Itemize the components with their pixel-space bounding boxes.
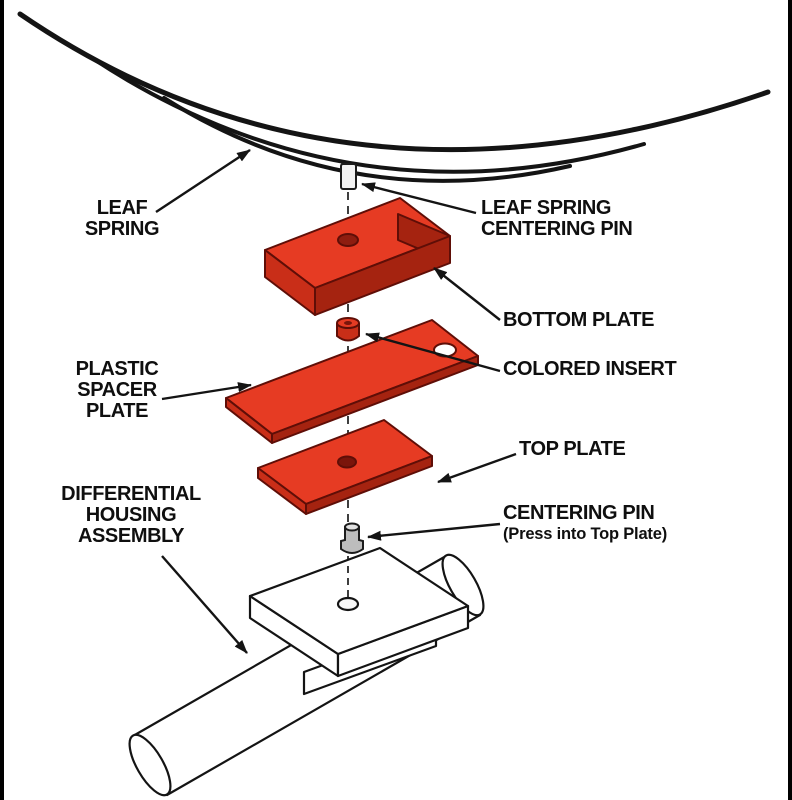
label-differential-housing-line1: DIFFERENTIAL (61, 483, 201, 505)
axle-tube-end-cap-right (441, 553, 485, 617)
label-colored-insert-line1: COLORED INSERT (503, 358, 677, 380)
colored-insert-hole (344, 321, 352, 325)
label-centering-pin-line1: CENTERING PIN (503, 502, 655, 524)
label-leaf-spring-line1: LEAF (96, 197, 148, 219)
top-plate-hole (337, 455, 357, 469)
label-leaf-spring-centering-pin-line2: CENTERING PIN (481, 218, 633, 240)
label-leaf-spring-centering-pin-line1: LEAF SPRING (481, 197, 612, 219)
bottom-plate-hole (337, 233, 359, 247)
label-top-plate-line1: TOP PLATE (519, 438, 626, 460)
arrow-colored-insert (365, 332, 501, 373)
arrow-bottom-plate (433, 267, 501, 321)
colored-insert-part (336, 317, 360, 342)
label-bottom-plate: BOTTOM PLATE (503, 309, 655, 331)
arrow-differential-housing (161, 555, 248, 654)
arrow-leaf-spring-centering-pin (361, 182, 477, 215)
label-differential-housing-line2: HOUSING (85, 504, 177, 526)
arrow-plastic-spacer-plate (161, 382, 252, 401)
leaf-spring-drawing (17, 11, 771, 183)
leaf-spring-leaf-2 (90, 56, 646, 174)
label-leaf-spring-centering-pin: LEAF SPRING CENTERING PIN (481, 197, 633, 240)
bottom-plate-part (264, 197, 451, 316)
label-plastic-spacer-plate-line1: PLASTIC (75, 358, 159, 380)
label-top-plate: TOP PLATE (519, 438, 626, 460)
centering-pin-top (344, 522, 360, 532)
centering-pin-part (340, 522, 364, 554)
label-plastic-spacer-plate-line3: PLATE (85, 400, 149, 422)
label-differential-housing: DIFFERENTIAL HOUSING ASSEMBLY (56, 484, 206, 547)
arrow-centering-pin (367, 522, 501, 541)
label-plastic-spacer-plate: PLASTIC SPACER PLATE (56, 359, 178, 422)
top-plate-part (257, 419, 433, 515)
label-centering-pin-line2: (Press into Top Plate) (503, 525, 667, 543)
perch-top-face (248, 546, 470, 656)
label-bottom-plate-line1: BOTTOM PLATE (503, 309, 655, 331)
arrow-top-plate (437, 452, 517, 484)
leaf-spring-leaf-1 (17, 11, 771, 153)
centering-pin-body (340, 526, 364, 554)
label-colored-insert: COLORED INSERT (503, 358, 677, 380)
axle-tube-end-cap-left (128, 733, 172, 797)
leaf-spring-centering-pin-part (340, 163, 357, 190)
right-edge-border (788, 0, 792, 800)
perch-hole (336, 596, 360, 612)
differential-housing-part (128, 546, 485, 797)
label-differential-housing-line3: ASSEMBLY (77, 525, 185, 547)
top-plate-right-face (305, 455, 433, 515)
bottom-plate-right-face (314, 235, 451, 316)
label-centering-pin: CENTERING PIN (Press into Top Plate) (503, 503, 667, 544)
label-leaf-spring-line2: SPRING (84, 218, 160, 240)
leaf-spring-leaf-3 (162, 96, 572, 183)
label-leaf-spring: LEAF SPRING (62, 198, 182, 240)
left-edge-border (0, 0, 4, 800)
label-plastic-spacer-plate-line2: SPACER (77, 379, 157, 401)
leader-arrows (155, 148, 517, 654)
arrow-leaf-spring (155, 148, 251, 214)
